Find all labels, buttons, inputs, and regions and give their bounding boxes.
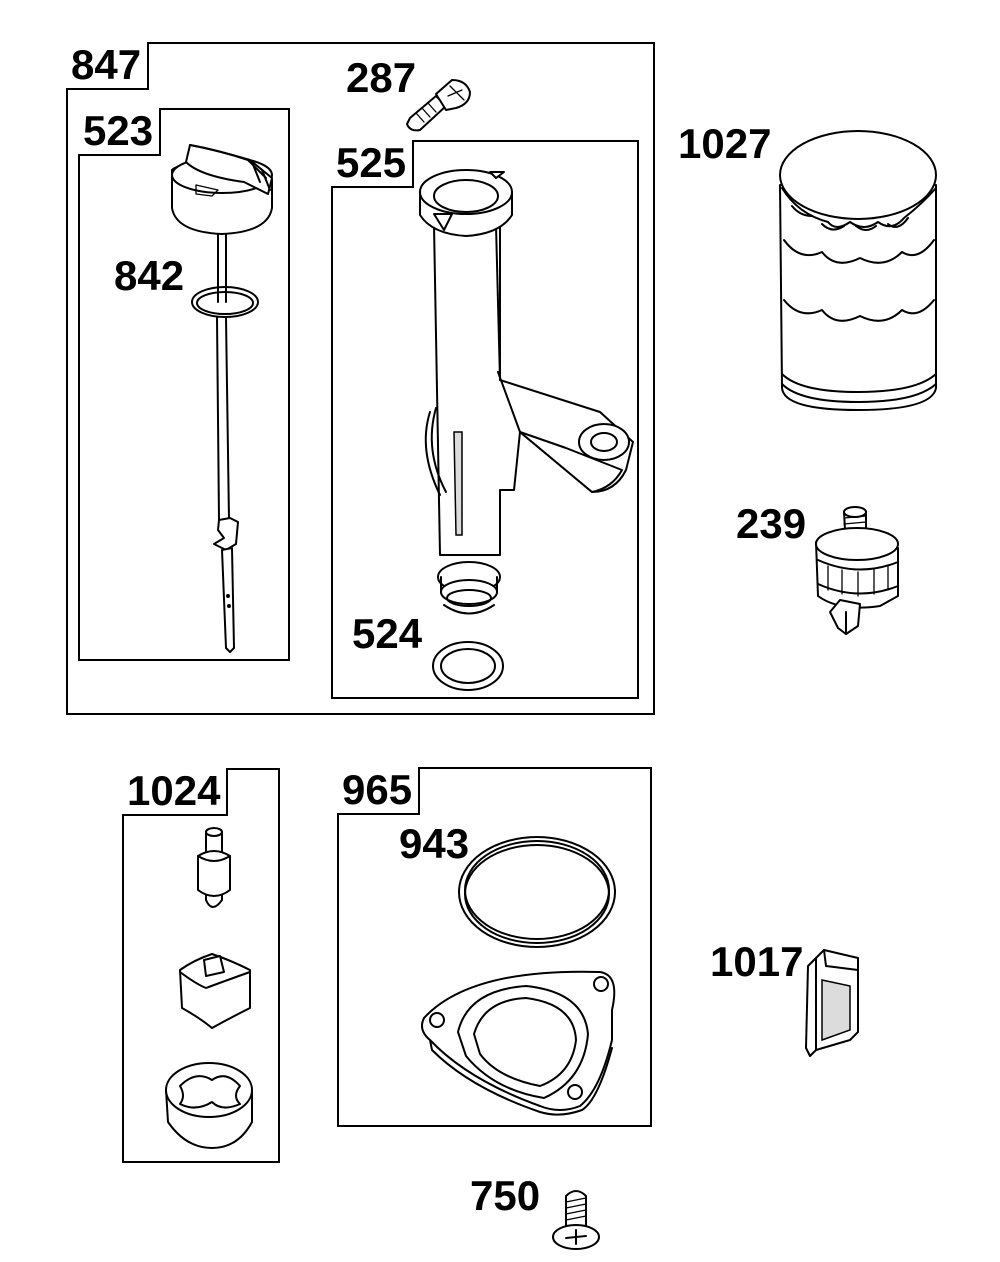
kit-1024-label: 1024 — [122, 768, 229, 816]
part-943-label: 943 — [399, 820, 470, 867]
part-1027-label: 1027 — [678, 120, 772, 167]
kit-965-frame — [337, 767, 652, 1127]
kit-523-frame — [78, 108, 290, 661]
pump-cover-965-icon — [421, 970, 616, 1116]
kit-523-label: 523 — [78, 108, 162, 156]
kit-847-label: 847 — [66, 42, 150, 90]
dipstick-tube-525-icon — [419, 169, 634, 615]
kit-965-label: 965 — [337, 767, 421, 815]
kit-847-frame — [66, 42, 655, 715]
part-287-label: 287 — [346, 54, 417, 101]
kit-525-label: 525 — [331, 140, 415, 188]
screw-287-icon — [406, 79, 471, 132]
part-524-label: 524 — [352, 610, 423, 657]
oil-pressure-switch-239-icon — [815, 506, 899, 635]
o-ring-943-icon — [458, 836, 616, 948]
dipstick-523-icon — [171, 144, 273, 653]
part-842-label: 842 — [114, 252, 185, 299]
oil-filter-1027-icon — [779, 130, 937, 411]
part-1017-label: 1017 — [710, 938, 804, 985]
part-239-label: 239 — [736, 500, 807, 547]
kit-525-frame — [331, 140, 639, 699]
oil-pump-1024-icon — [165, 827, 253, 1149]
gasket-524-icon — [432, 641, 504, 691]
screw-750-icon — [552, 1190, 600, 1250]
filter-screen-1017-icon — [805, 949, 859, 1057]
part-750-label: 750 — [470, 1172, 541, 1219]
